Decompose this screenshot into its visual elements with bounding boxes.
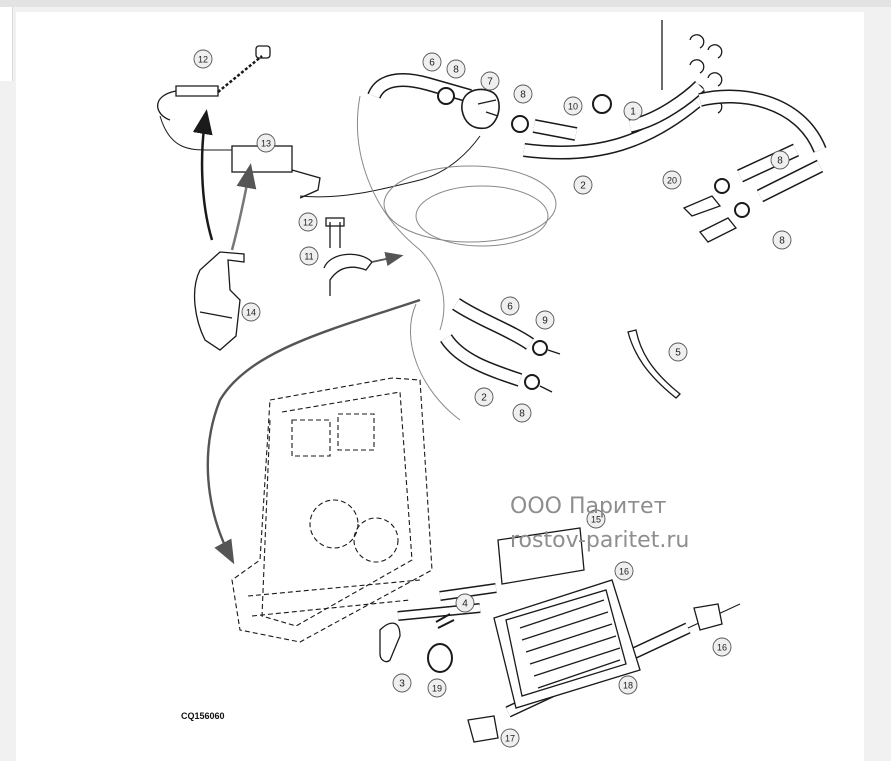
callout-1: 1 [623,101,643,121]
callout-12: 12 [298,212,318,232]
callout-20: 20 [662,170,682,190]
svg-text:11: 11 [304,252,313,262]
callout-8: 8 [772,230,792,250]
arrow-to-panel [206,298,421,565]
valve-7 [461,88,500,130]
svg-text:7: 7 [487,77,493,88]
svg-text:9: 9 [542,316,548,327]
svg-text:8: 8 [777,156,783,167]
clamp-10 [323,253,373,296]
svg-text:12: 12 [198,55,208,65]
svg-text:10: 10 [568,102,578,112]
top-bar [0,0,891,7]
callout-3: 3 [392,673,412,693]
svg-text:8: 8 [779,236,785,247]
callout-11: 11 [299,246,319,266]
callout-8: 8 [512,403,532,423]
callout-9: 9 [535,310,555,330]
svg-text:4: 4 [462,599,468,610]
left-panel [0,7,13,81]
callout-8: 8 [446,59,466,79]
svg-text:8: 8 [520,90,526,101]
svg-text:8: 8 [519,409,525,420]
callout-labels: 1223456678888891011121213141516161718192… [193,49,792,748]
svg-text:8: 8 [453,65,459,76]
svg-text:16: 16 [717,643,727,653]
svg-text:6: 6 [507,302,513,313]
svg-text:6: 6 [429,58,435,69]
svg-text:15: 15 [591,515,601,525]
callout-8: 8 [770,150,790,170]
callout-2: 2 [474,387,494,407]
lever-3 [379,622,401,663]
callout-10: 10 [563,96,583,116]
strap-5 [627,329,681,399]
callout-2: 2 [573,175,593,195]
svg-text:16: 16 [619,567,629,577]
svg-text:3: 3 [399,679,405,690]
parts-diagram: 1223456678888891011121213141516161718192… [156,20,827,748]
callout-18: 18 [618,675,638,695]
cable-clamp-top [175,85,219,97]
watermark-company: ООО Паритет [510,494,667,519]
drawing-code: CQ156060 [181,711,225,721]
callout-7: 7 [480,71,500,91]
callout-15: 15 [586,509,606,529]
callout-14: 14 [241,302,261,322]
svg-text:1: 1 [630,107,636,118]
watermark: ООО Паритет rostov-paritet.ru [510,490,689,558]
grommet-18 [427,643,453,673]
watermark-site: rostov-paritet.ru [510,528,690,553]
callout-4: 4 [455,593,475,613]
callout-13: 13 [256,133,276,153]
svg-text:13: 13 [261,139,271,149]
bracket-13 [193,251,245,351]
svg-text:18: 18 [623,681,633,691]
svg-text:5: 5 [675,348,681,359]
svg-text:12: 12 [303,218,313,228]
callout-19: 19 [427,678,447,698]
arrow-up-1 [192,109,214,241]
svg-text:2: 2 [580,181,586,192]
callout-6: 6 [422,52,442,72]
callout-5: 5 [668,342,688,362]
callout-12: 12 [193,49,213,69]
svg-text:14: 14 [246,308,256,318]
svg-text:2: 2 [481,393,487,404]
callout-8: 8 [513,84,533,104]
arrow-up-2 [230,163,257,251]
plate-14 [497,527,585,585]
heater-core-15 [493,579,641,709]
callout-16: 16 [712,637,732,657]
svg-text:20: 20 [667,176,677,186]
callout-6: 6 [500,296,520,316]
svg-text:17: 17 [505,734,515,744]
instrument-panel [231,377,433,643]
callout-17: 17 [500,728,520,748]
svg-text:19: 19 [432,684,442,694]
callout-16: 16 [614,561,634,581]
